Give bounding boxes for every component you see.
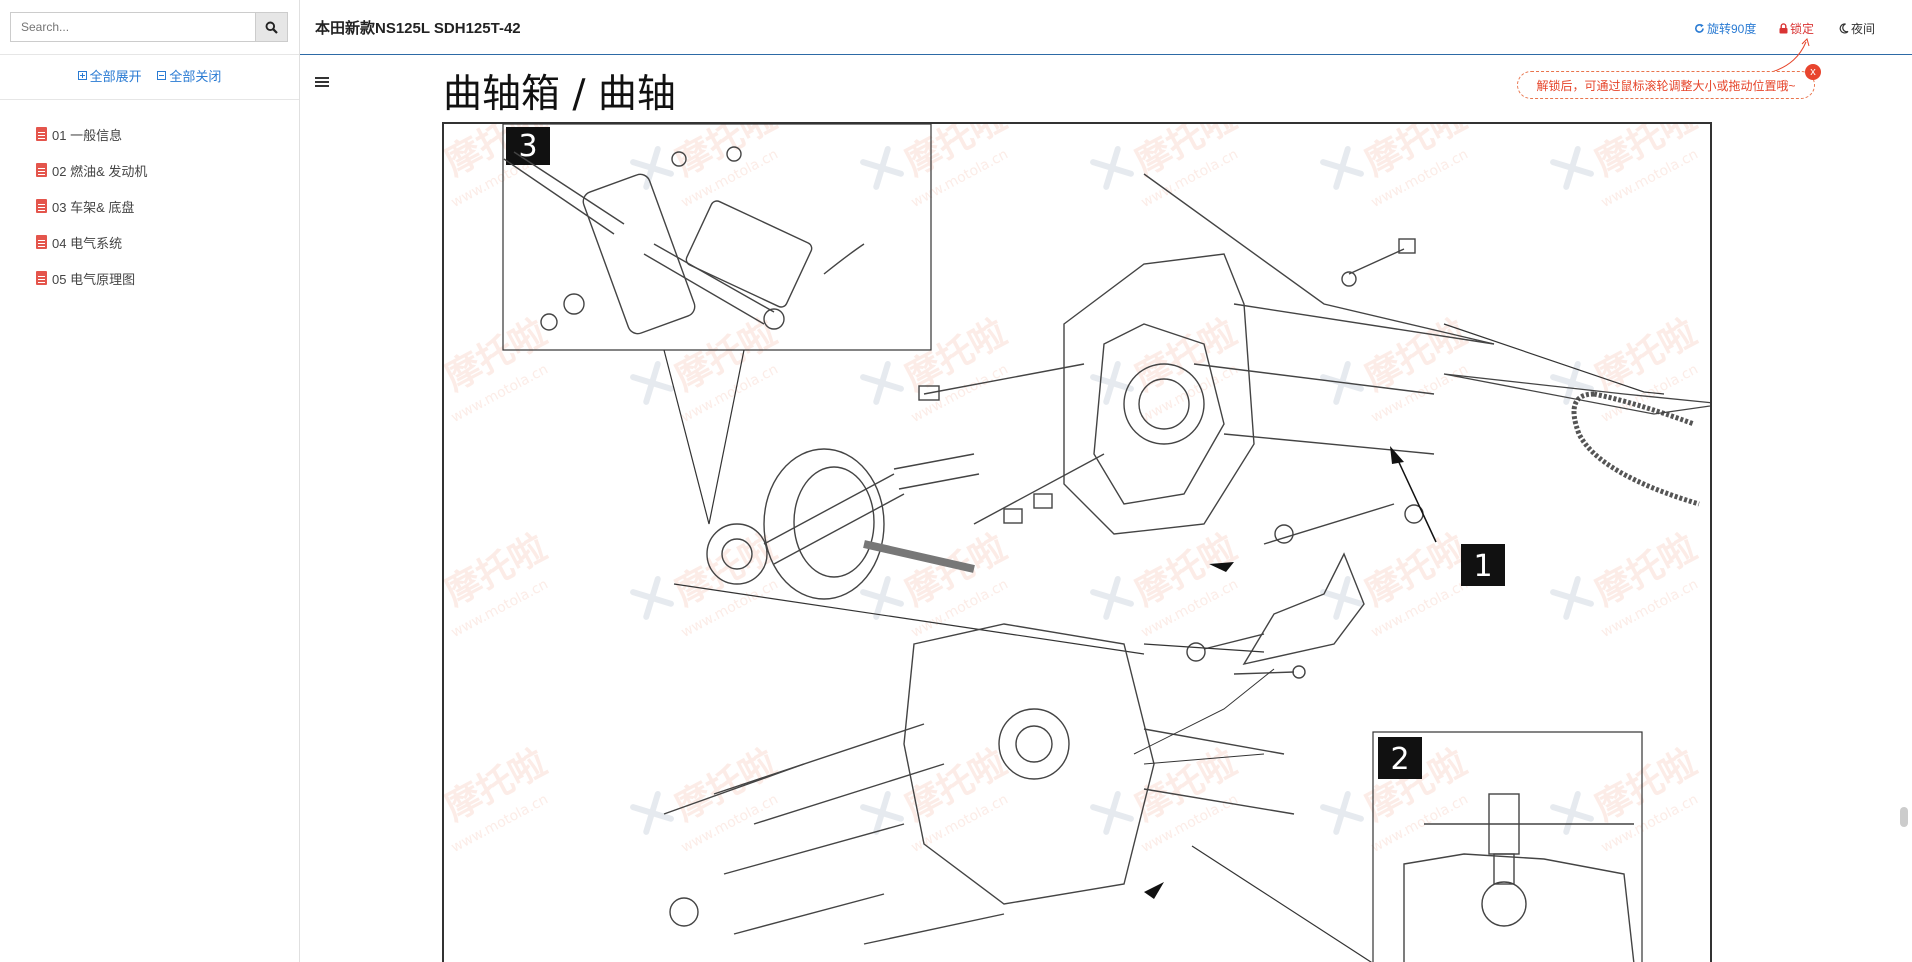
search-button[interactable] — [255, 13, 287, 41]
unlock-hint-tooltip: 解锁后，可通过鼠标滚轮调整大小或拖动位置哦~ — [1517, 71, 1815, 99]
tree-item[interactable]: 03 车架& 底盘 — [36, 188, 147, 224]
callout-1: 1 — [1473, 549, 1492, 584]
top-bar: 本田新款NS125L SDH125T-42 旋转90度 锁定 夜间 — [300, 0, 1912, 55]
tree-item-label: 02 燃油& 发动机 — [52, 163, 148, 179]
sidebar: 全部展开 全部关闭 01 一般信息 02 燃油& 发动机 03 车架& 底盘 0… — [0, 0, 300, 962]
parts-illustration: 摩托啦 www.motola.cn 3 — [444, 124, 1710, 962]
scrollbar-thumb[interactable] — [1900, 807, 1908, 827]
document-title: 本田新款NS125L SDH125T-42 — [315, 20, 521, 37]
close-tooltip-button[interactable]: x — [1805, 64, 1821, 80]
file-icon — [36, 235, 47, 249]
file-icon — [36, 271, 47, 285]
tree-controls: 全部展开 全部关闭 — [0, 66, 299, 85]
exploded-parts-diagram: 摩托啦 www.motola.cn 3 — [442, 122, 1712, 962]
divider — [0, 54, 299, 55]
tree-item[interactable]: 01 一般信息 — [36, 116, 147, 152]
file-icon — [36, 127, 47, 141]
expand-all-button[interactable]: 全部展开 — [77, 66, 142, 85]
tree-item-label: 04 电气系统 — [52, 235, 123, 251]
lock-label: 锁定 — [1790, 22, 1815, 36]
callout-2: 2 — [1390, 742, 1409, 777]
rotate-icon — [1695, 23, 1704, 33]
file-icon — [36, 199, 47, 213]
tree-item-label: 01 一般信息 — [52, 127, 123, 143]
plus-square-icon — [77, 71, 87, 80]
tooltip-text: 解锁后，可通过鼠标滚轮调整大小或拖动位置哦~ — [1536, 79, 1796, 93]
lock-icon — [1779, 23, 1788, 34]
page-heading: 曲轴箱 / 曲轴 — [443, 72, 676, 117]
collapse-all-button[interactable]: 全部关闭 — [157, 66, 221, 85]
moon-icon — [1839, 23, 1849, 34]
divider — [0, 99, 299, 100]
tooltip-pointer-icon — [1771, 38, 1810, 73]
callout-3: 3 — [518, 129, 537, 164]
minus-square-icon — [157, 71, 167, 80]
night-label: 夜间 — [1851, 22, 1876, 36]
search-box — [10, 12, 288, 42]
file-icon — [36, 163, 47, 177]
night-mode-button[interactable]: 夜间 — [1838, 20, 1875, 37]
tree-item[interactable]: 04 电气系统 — [36, 224, 147, 260]
search-icon — [265, 21, 278, 34]
chapter-tree: 01 一般信息 02 燃油& 发动机 03 车架& 底盘 04 电气系统 05 … — [36, 116, 147, 296]
tree-item[interactable]: 02 燃油& 发动机 — [36, 152, 147, 188]
lock-button[interactable]: 锁定 — [1779, 20, 1814, 37]
tree-item-label: 05 电气原理图 — [52, 271, 136, 287]
rotate-button[interactable]: 旋转90度 — [1694, 20, 1756, 37]
expand-all-label: 全部展开 — [89, 69, 142, 84]
collapse-all-label: 全部关闭 — [169, 69, 222, 84]
rotate-label: 旋转90度 — [1707, 22, 1757, 36]
search-input[interactable] — [11, 13, 256, 41]
menu-toggle-icon[interactable] — [315, 77, 329, 88]
tree-item[interactable]: 05 电气原理图 — [36, 260, 147, 296]
tree-item-label: 03 车架& 底盘 — [52, 199, 135, 215]
